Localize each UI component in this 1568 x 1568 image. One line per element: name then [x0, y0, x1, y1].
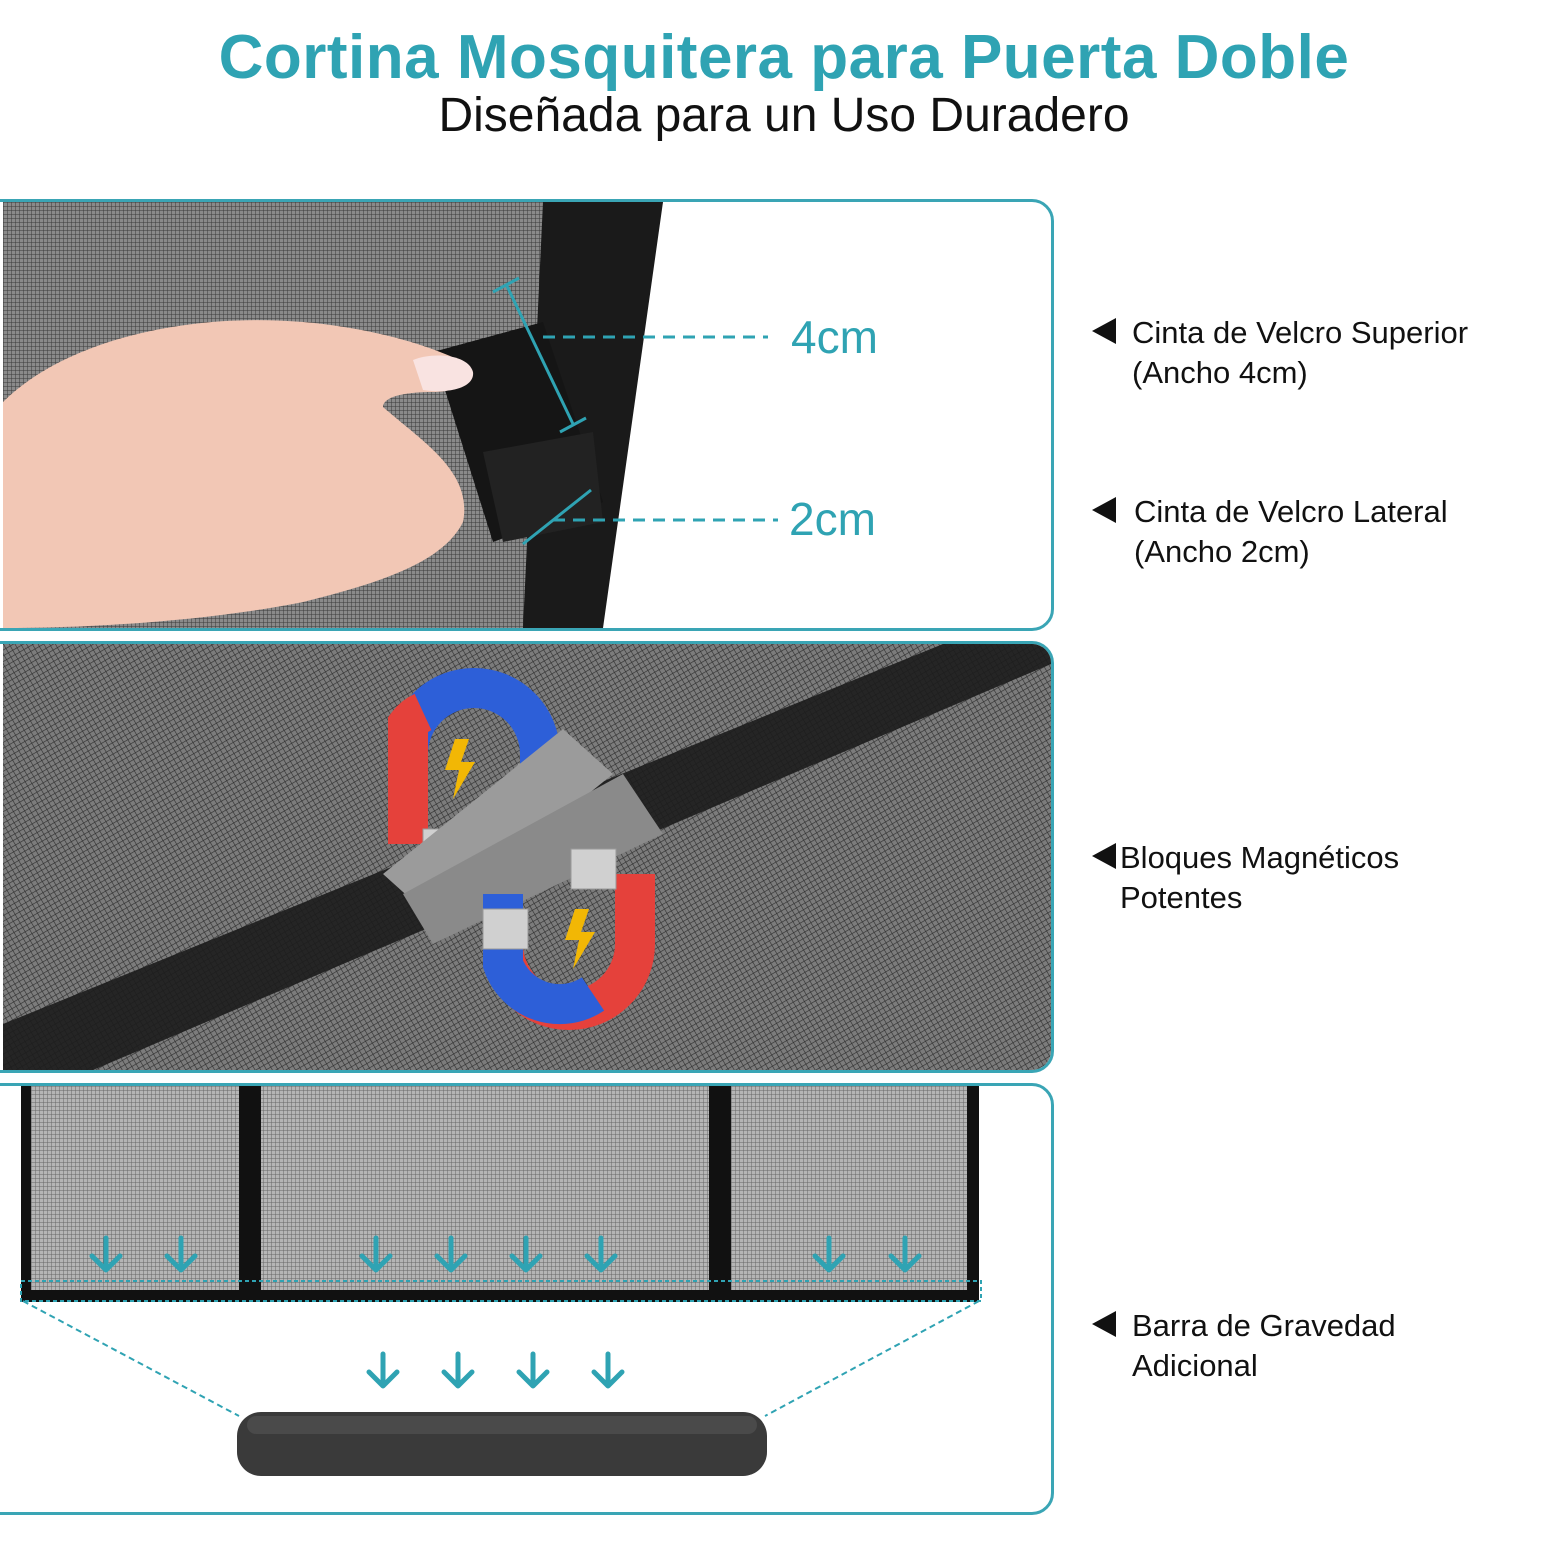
- down-arrow-icon: [369, 1354, 622, 1386]
- gravity-bar-highlight: [247, 1416, 757, 1434]
- frame-divider: [709, 1086, 731, 1301]
- magnet-block-bottom: [403, 774, 663, 944]
- lightning-icon: [565, 909, 595, 969]
- magnet-illustration: [3, 644, 1051, 1070]
- feature-line1: Bloques Magnéticos: [1120, 840, 1400, 875]
- bottom-frame: [21, 1290, 979, 1302]
- dimension-tick: [559, 416, 587, 434]
- lightning-icon: [445, 739, 475, 799]
- velcro-panel: 4cm 2cm: [0, 199, 1054, 631]
- feature-line2: Adicional: [1132, 1348, 1258, 1383]
- feature-line2: (Ancho 4cm): [1132, 355, 1308, 390]
- feature-line2: (Ancho 2cm): [1134, 534, 1310, 569]
- gravity-illustration: [20, 1086, 982, 1476]
- feature-line1: Cinta de Velcro Lateral: [1134, 494, 1448, 529]
- frame-edge: [21, 1086, 31, 1301]
- frame-edge: [967, 1086, 979, 1301]
- measurement-2cm: 2cm: [789, 493, 876, 545]
- feature-line2: Potentes: [1120, 880, 1243, 915]
- dimension-line-4cm: [504, 283, 575, 425]
- gravity-bar-panel: [0, 1083, 1054, 1515]
- left-triangle-icon: [1092, 1311, 1116, 1337]
- zoom-line-left: [22, 1300, 240, 1417]
- fingernail: [413, 355, 474, 392]
- left-triangle-icon: [1092, 497, 1116, 523]
- zoom-line-right: [764, 1300, 980, 1417]
- frame-divider: [239, 1086, 261, 1301]
- feature-top-velcro: Cinta de Velcro Superior (Ancho 4cm): [1092, 313, 1468, 393]
- velcro-strip-side: [483, 432, 603, 542]
- dimension-tick: [492, 276, 520, 294]
- page-title: Cortina Mosquitera para Puerta Doble: [218, 23, 1350, 92]
- magnet-panel: [0, 641, 1054, 1073]
- left-triangle-icon: [1092, 318, 1116, 344]
- velcro-illustration: [3, 202, 778, 628]
- highlight-box: [20, 1280, 982, 1302]
- feature-line1: Barra de Gravedad: [1132, 1308, 1396, 1343]
- feature-side-velcro: Cinta de Velcro Lateral (Ancho 2cm): [1092, 492, 1448, 572]
- left-triangle-icon: [1092, 843, 1116, 869]
- dimension-line-2cm: [522, 488, 592, 546]
- feature-gravity-bar: Barra de Gravedad Adicional: [1092, 1306, 1396, 1386]
- hand: [3, 320, 467, 628]
- feature-magnets: Bloques Magnéticos Potentes: [1092, 838, 1399, 918]
- magnet-block-top: [383, 729, 613, 919]
- feature-line1: Cinta de Velcro Superior: [1132, 315, 1469, 350]
- page-subtitle: Diseñada para un Uso Duradero: [438, 89, 1130, 142]
- magnet-icon: [482, 848, 655, 1030]
- measurement-4cm: 4cm: [791, 311, 878, 363]
